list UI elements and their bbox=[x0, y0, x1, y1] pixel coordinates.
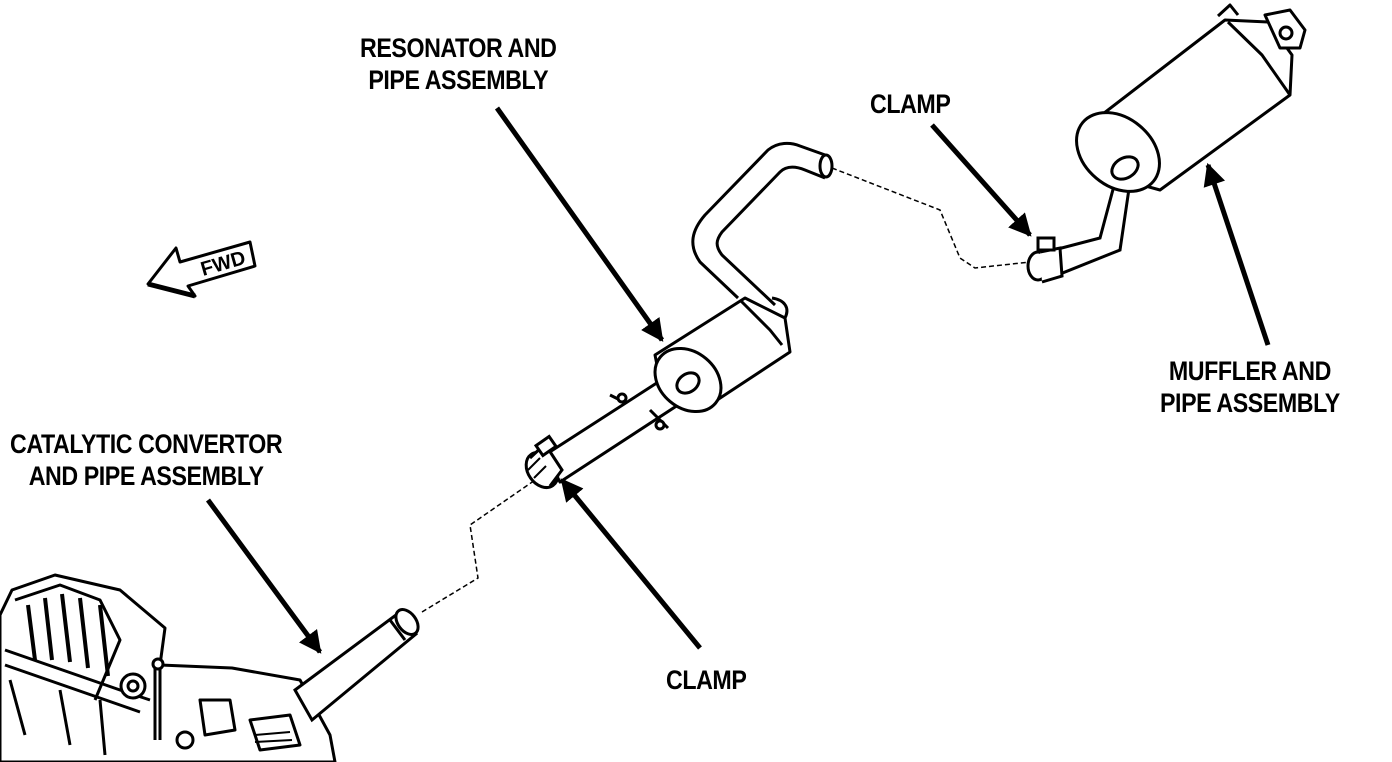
engine-manifold bbox=[0, 573, 337, 762]
upper-clamp-leader-arrow bbox=[930, 123, 1032, 237]
lower-clamp-leader-arrow bbox=[560, 478, 702, 650]
alignment-lines bbox=[421, 167, 1031, 613]
catalytic-leader-arrow bbox=[205, 498, 323, 654]
resonator-label-line1: RESONATOR AND bbox=[360, 33, 557, 63]
muffler-label-line2: PIPE ASSEMBLY bbox=[1160, 388, 1340, 418]
resonator-label: RESONATOR AND PIPE ASSEMBLY bbox=[360, 32, 557, 96]
leader-arrows bbox=[205, 106, 1271, 654]
resonator-leader-arrow bbox=[494, 106, 665, 342]
s-bend-pipe bbox=[691, 141, 834, 319]
upper-clamp-label: CLAMP bbox=[870, 89, 951, 119]
muffler-body bbox=[1075, 3, 1307, 193]
lower-clamp bbox=[524, 434, 564, 490]
catalytic-label-line2: AND PIPE ASSEMBLY bbox=[28, 461, 264, 491]
resonator-label-line2: PIPE ASSEMBLY bbox=[368, 65, 549, 95]
muffler-leader-arrow bbox=[1203, 162, 1271, 346]
resonator-body bbox=[653, 296, 792, 414]
forward-arrow: FWD bbox=[146, 240, 257, 299]
lower-clamp-label: CLAMP bbox=[666, 665, 747, 695]
catalytic-label: CATALYTIC CONVERTOR AND PIPE ASSEMBLY bbox=[10, 428, 283, 492]
catalytic-pipe bbox=[293, 608, 420, 723]
muffler-label-line1: MUFFLER AND bbox=[1168, 356, 1332, 386]
catalytic-label-line1: CATALYTIC CONVERTOR bbox=[10, 429, 283, 459]
muffler-label: MUFFLER AND PIPE ASSEMBLY bbox=[1160, 355, 1340, 419]
